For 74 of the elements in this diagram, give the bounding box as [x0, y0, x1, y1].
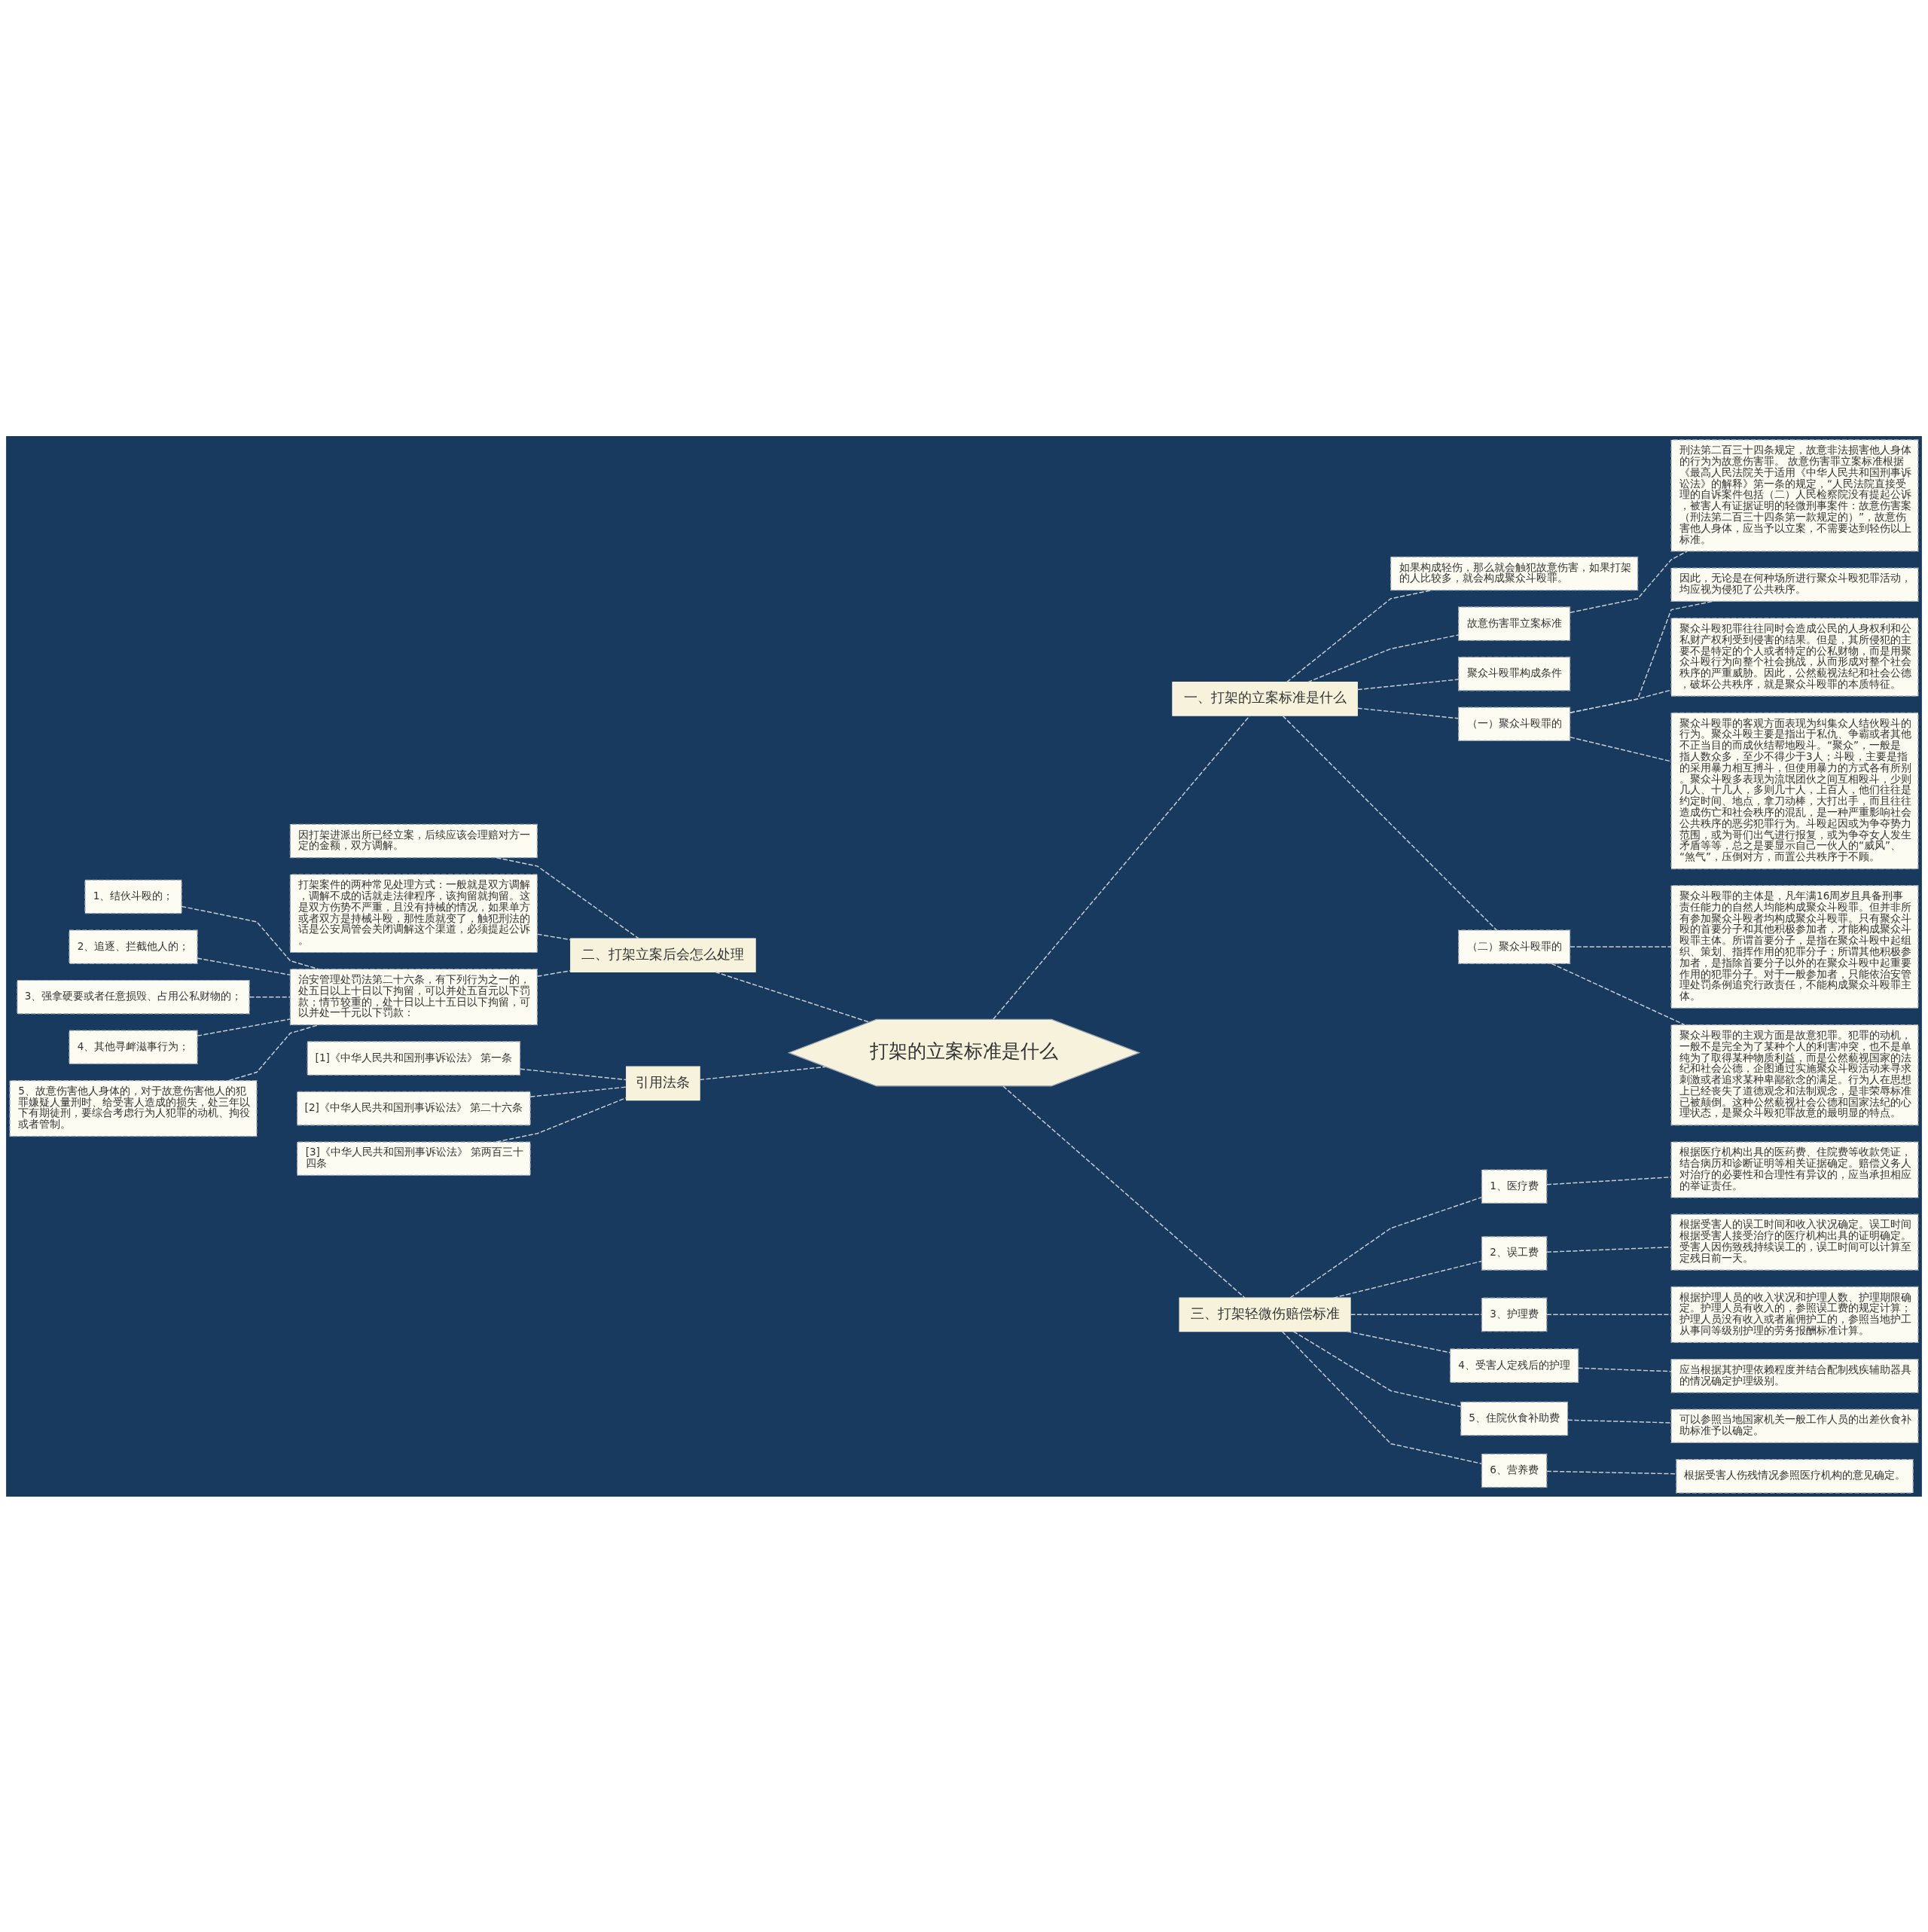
- connector: [1357, 707, 1460, 719]
- connector: [1281, 1330, 1482, 1464]
- connector: [520, 1068, 627, 1080]
- connector: [1286, 589, 1432, 682]
- node-box: 1、医疗费: [1481, 1168, 1548, 1204]
- connector: [1346, 1330, 1451, 1354]
- node-box: 4、受害人定残后的护理: [1449, 1348, 1579, 1383]
- node-box: 打架案件的两种常见处理方式：一般就是双方调解，调解不成的话就走法律程序，该拘留就拘留。这是双方伤势不严重，且没有持械的情况，如果单方或者双方是持械斗殴，那性质就变了，触犯刑法的话是公安局管会关闭调解这个渠道，必须提起公诉。: [289, 873, 538, 953]
- node-box: 5、故意伤害他人身体的，对于故意伤害他人的犯罪嫌疑人量刑时、给受害人造成的损失，处三年以下有期徒刑，要综合考虑行为人犯罪的动机、拘役或者管制。: [9, 1079, 258, 1137]
- node-box: （二）聚众斗殴罪的: [1458, 929, 1571, 964]
- connector: [1569, 688, 1672, 713]
- connector: [529, 1085, 627, 1097]
- connector: [1282, 715, 1497, 930]
- connector: [1357, 678, 1460, 690]
- node-box: [2]《中华人民共和国刑事诉讼法》 第二十六条: [297, 1091, 531, 1125]
- node-box: 3、护理费: [1481, 1297, 1548, 1332]
- node-box: 3、强拿硬要或者任意损毁、占用公私财物的；: [17, 979, 250, 1014]
- node-box: 如果构成轻伤，那么就会触犯故意伤害，如果打架的人比较多，就会构成聚众斗殴罪。: [1390, 556, 1639, 591]
- node-box: 一、打架的立案标准是什么: [1172, 681, 1358, 716]
- node-box: 可以参照当地国家机关一般工作人员的出差伙食补助标准予以确定。: [1670, 1409, 1919, 1443]
- node-box: 因此，无论是在何种场所进行聚众斗殴犯罪活动，均应视为侵犯了公共秩序。: [1670, 566, 1919, 602]
- connector: [1551, 963, 1685, 1025]
- node-box: 引用法条: [626, 1066, 700, 1100]
- connector: [249, 996, 291, 997]
- node-box: 二、打架立案后会怎么处理: [570, 937, 756, 972]
- connector: [1570, 736, 1672, 762]
- connector: [197, 957, 291, 975]
- node-box: 4、其他寻衅滋事行为；: [69, 1029, 198, 1064]
- connector: [536, 933, 572, 940]
- node-box: 5、住院伙食补助费: [1460, 1401, 1569, 1436]
- connector: [181, 905, 319, 969]
- connector: [715, 971, 870, 1023]
- node-box: 聚众斗殴罪的主观方面是故意犯罪。犯罪的动机，一般不是完全为了某种个人的利害冲突，也不是单纯为了取得某种物质利益，而是公然藐视国家的法纪和社会公德，企图通过实施聚众斗殴活动来寻求刺激或者追求某种卑鄙欲念的满足。行为人在思想上已经丧失了道德观念和法制观念，是非荣辱标准已被颠倒。这种公然藐视社会公德和国家法纪的心理状态，是聚众斗殴犯罪故意的最明显的特点。: [1670, 1024, 1919, 1125]
- node-box: 2、误工费: [1481, 1235, 1548, 1271]
- connector: [1350, 1314, 1483, 1315]
- connector: [536, 969, 572, 977]
- connector: [1567, 1419, 1672, 1424]
- connector: [496, 1097, 627, 1143]
- node-box: 治安管理处罚法第二十六条，有下列行为之一的，处五日以上十日以下拘留，可以并处五百元以下罚款；情节较重的，处十日以上十五日以下拘留，可以并处一千元以下罚款：: [289, 968, 538, 1025]
- node-box: 因打架进派出所已经立案，后续应该会理赔对方一定的金额，双方调解。: [289, 823, 538, 858]
- connector: [1569, 550, 1688, 613]
- node-box: 刑法第二百三十四条规定，故意非法损害他人身体的行为为故意伤害罪。 故意伤害罪立案标准根据《最高人民法院关于适用《中华人民共和国刑事诉讼法》的解释》第一条的规定，“人民法院直接受理的自诉案件包括（二）人民检察院没有提起公诉，被害人有证据证明的轻微刑事案件：故意伤害案（刑法第二百三十四条第一款规定的）”，故意伤害他人身体，应当予以立案，不需要达到轻伤以上标准。: [1670, 438, 1919, 551]
- connector: [1578, 1367, 1672, 1372]
- node-box: [3]《中华人民共和国刑事诉讼法》 第两百三十四条: [297, 1140, 531, 1176]
- node-box: 聚众斗殴罪的主体是，凡年满16周岁且具备刑事责任能力的自然人均能构成聚众斗殴罪。但并非所有参加聚众斗殴者均构成聚众斗殴罪。只有聚众斗殴的首要分子和其他积极参加者，才能构成聚众斗殴罪主体。所谓首要分子，是指在聚众斗殴中起组织、策划、指挥作用的犯罪分子；所谓其他积极参加者，是指除首要分子以外的在聚众斗殴中起重要作用的犯罪分子。对于一般参加者，只能依治安管理处罚条例追究行政责任，不能构成聚众斗殴罪主体。: [1670, 884, 1919, 1009]
- node-box: 聚众斗殴犯罪往往同时会造成公民的人身权利和公私财产权利受到侵害的结果。但是，其所侵犯的主要不是特定的个人或者特定的公私财物，而是用聚众斗殴行为向整个社会挑战，从而形成对整个社会秩序的严重威胁。因此，公然藐视法纪和社会公德，破坏公共秩序，就是聚众斗殴罪的本质特征。: [1670, 617, 1919, 697]
- connector: [1546, 1314, 1672, 1315]
- node-box: 聚众斗殴罪的客观方面表现为纠集众人结伙殴斗的行为。聚众斗殴主要是指出于私仇、争霸或者其他不正当目的而成伙结帮地殴斗。“聚众”，一般是指人数众多，至少不得少于3人；斗殴，主要是指的采用暴力相互搏斗，但使用暴力的方式各有所别。聚众斗殴多表现为流氓团伙之间互相殴斗，少则几人、十几人，多则几十人，上百人，他们往往是约定时间、地点，拿刀动棒，大打出手，而且往往造成伤亡和社会秩序的混乱，是一种严重影响社会公共秩序的恶劣犯罪行为。斗殴起因或为争夺势力范围，或为哥们出气进行报复，或为争夺女人发生矛盾等等，总之是要显示自己一伙人的“威风”、“煞气”，压倒对方，而置公共秩序于不顾。: [1670, 712, 1919, 869]
- node-box: [1]《中华人民共和国刑事诉讼法》 第一条: [307, 1040, 521, 1076]
- connector: [227, 1024, 319, 1081]
- connector: [993, 715, 1250, 1020]
- connector: [699, 1066, 826, 1080]
- node-box: 6、营养费: [1481, 1453, 1548, 1488]
- connector: [1332, 1260, 1482, 1299]
- node-box: 根据护理人员的收入状况和护理人数、护理期限确定。护理人员有收入的，参照误工费的规定计算；护理人员没有收入或者雇佣护工的，参照当地护工从事同等级别护理的劳务报酬标准计算。: [1670, 1286, 1919, 1343]
- node-box: 2、追逐、拦截他人的；: [69, 929, 198, 964]
- connector: [197, 1018, 291, 1036]
- connector: [1546, 1176, 1672, 1185]
- node-box: （一）聚众斗殴罪的: [1458, 706, 1571, 741]
- connector: [1546, 1470, 1677, 1474]
- node-box: 1、结伙斗殴的；: [84, 879, 182, 914]
- connector: [1292, 1330, 1462, 1407]
- node-box: 聚众斗殴罪构成条件: [1458, 656, 1571, 691]
- connector: [1289, 1196, 1482, 1299]
- connector: [1546, 1246, 1672, 1253]
- connector: [1002, 1085, 1246, 1299]
- node-box: 根据医疗机构出具的医药费、住院费等收款凭证，结合病历和诊断证明等相关证据确定。赔偿义务人对治疗的必要性和合理性有异议的，应当承担相应的举证责任。: [1670, 1140, 1919, 1198]
- node-box: 三、打架轻微伤赔偿标准: [1179, 1297, 1351, 1332]
- connector: [1570, 945, 1672, 948]
- node-box: 根据受害人的误工时间和收入状况确定。误工时间根据受害人接受治疗的医疗机构出具的证明确定。受害人因伤致残持续误工的，误工时间可以计算至定残日前一天。: [1670, 1213, 1919, 1271]
- node-box: 故意伤害罪立案标准: [1458, 606, 1571, 641]
- connector: [1307, 633, 1460, 682]
- node-box: 根据受害人伤残情况参照医疗机构的意见确定。: [1676, 1458, 1914, 1494]
- node-box: 应当根据其护理依赖程度并结合配制残疾辅助器具的情况确定护理级别。: [1670, 1358, 1919, 1393]
